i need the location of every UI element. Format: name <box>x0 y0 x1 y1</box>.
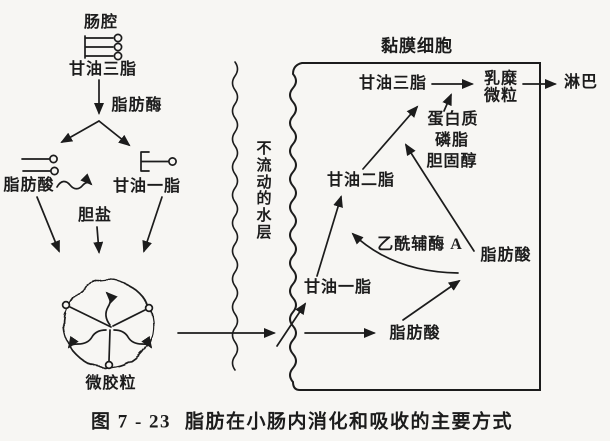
label-protein: 蛋白质 <box>427 111 479 129</box>
label-lymph: 淋巴 <box>563 74 599 92</box>
figure-caption-number: 图 7 - 23 <box>90 411 172 433</box>
fatty-acid-symbol <box>21 154 59 176</box>
arrow-split-right <box>98 120 131 147</box>
arrow-split-left <box>60 120 100 143</box>
arrow-fatty-acid-to-pool <box>402 279 461 321</box>
label-lipase: 脂肪酶 <box>111 97 163 115</box>
label-chylomicron: 乳糜微粒 <box>483 70 518 105</box>
label-micelle: 微胶粒 <box>85 375 137 393</box>
arrow-fatty-acid-to-micelle <box>36 196 60 253</box>
arrow-enter-monoglyceride <box>276 302 307 347</box>
label-phospholipid: 磷脂 <box>434 132 470 150</box>
arrow-components-to-chylomicron <box>442 93 452 112</box>
label-cholesterol: 胆固醇 <box>426 153 478 171</box>
squiggle-arrow-fatty-acid <box>56 173 93 190</box>
label-intestinal-lumen: 肠腔 <box>83 14 119 32</box>
label-fatty-acid-lumen: 脂肪酸 <box>3 177 55 195</box>
label-monoglyceride-cell: 甘油一脂 <box>303 279 373 297</box>
monoglyceride-symbol <box>140 151 177 172</box>
label-bile-salt: 胆盐 <box>77 207 113 225</box>
label-monoglyceride-lumen: 甘油一脂 <box>112 178 182 196</box>
triglyceride-symbol <box>84 33 123 61</box>
micelle-tail-lower-right <box>113 329 153 349</box>
arrow-monoglyceride-to-micelle <box>142 196 163 253</box>
label-fatty-acid-pool: 脂肪酸 <box>480 247 532 265</box>
label-fatty-acid-entering: 脂肪酸 <box>389 325 441 343</box>
cell-membrane-border <box>289 62 541 391</box>
figure-caption: 图 7 - 23 脂肪在小肠内消化和吸收的主要方式 <box>91 407 513 434</box>
micelle-tail-up <box>105 291 118 326</box>
arrow-monoglyceride-to-diglyceride <box>316 195 343 277</box>
label-acetyl-coa: 乙酰辅酶 A <box>377 236 463 254</box>
label-mucosa-cell: 黏膜细胞 <box>381 36 453 56</box>
label-triglyceride-lumen: 甘油三脂 <box>68 61 138 79</box>
label-unstirred-water-layer: 不流动的水层 <box>256 141 272 241</box>
arrow-diglyceride-to-triglyceride <box>362 105 419 170</box>
curve-acetyl-coa-to-diglyceride <box>351 232 459 274</box>
label-triglyceride-cell: 甘油三脂 <box>358 75 428 93</box>
water-layer-wave-line <box>231 61 239 371</box>
label-diglyceride: 甘油二脂 <box>326 172 396 190</box>
figure-caption-title: 脂肪在小肠内消化和吸收的主要方式 <box>185 411 514 433</box>
micelle-symbol <box>61 279 154 370</box>
micelle-tail-lower-left <box>67 329 107 349</box>
curve-fatty-acid-to-triglyceride <box>404 143 475 252</box>
arrow-bile-salt-to-micelle <box>93 226 104 254</box>
